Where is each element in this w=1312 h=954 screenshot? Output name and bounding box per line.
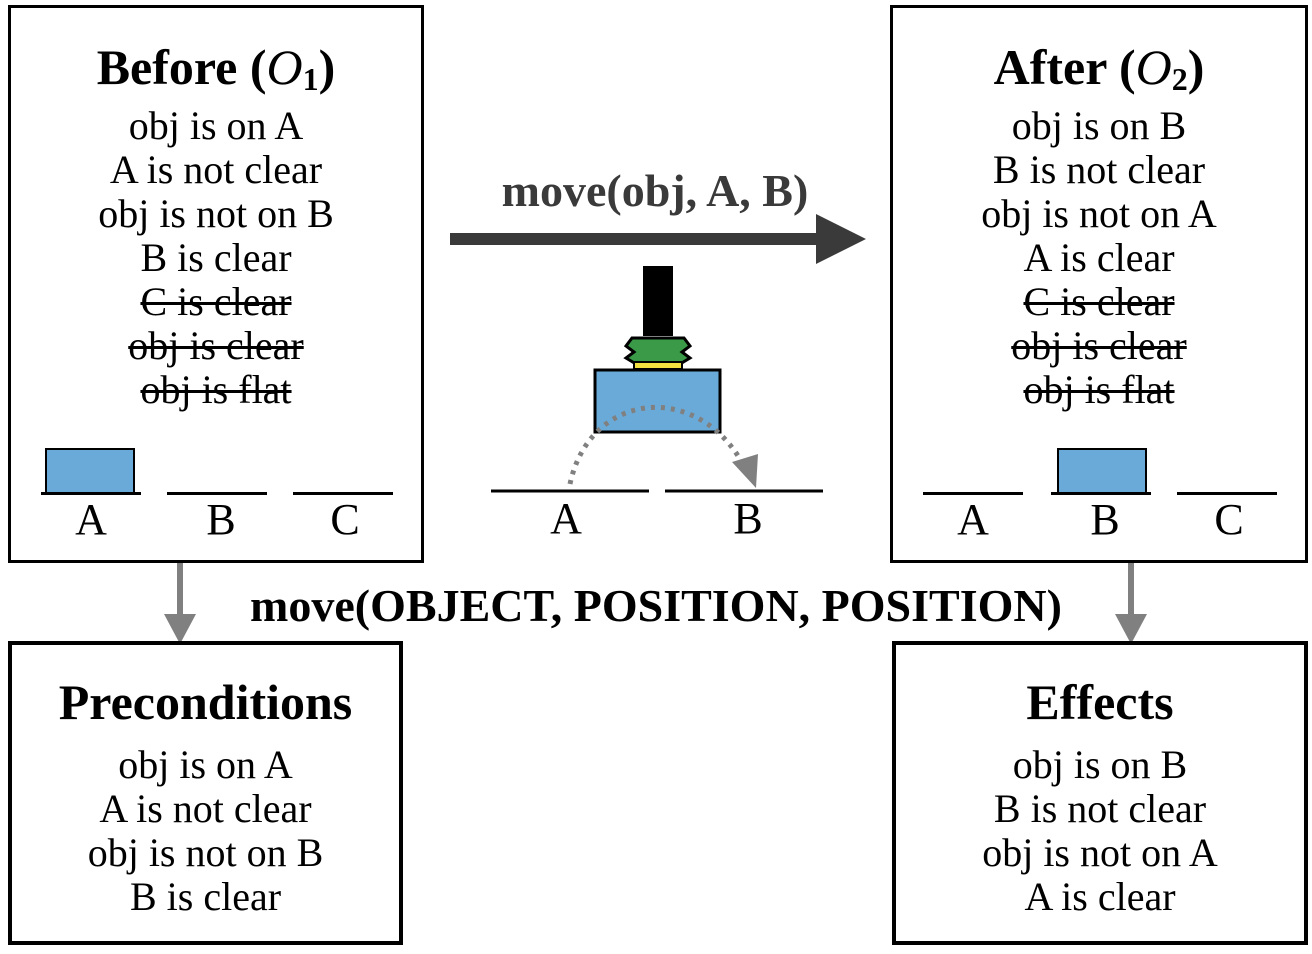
fact-line: B is clear	[140, 235, 292, 280]
trajectory-arrowhead	[732, 454, 758, 488]
fact-line: obj is clear	[128, 323, 304, 368]
before-to-preconditions-arrow	[164, 563, 196, 644]
fact-line: obj is on A	[118, 742, 293, 787]
middle-pos-b: B	[733, 494, 763, 543]
before-ground-a	[41, 492, 141, 495]
effects-title: Effects	[1026, 674, 1174, 730]
fact-line: A is clear	[1024, 874, 1176, 919]
action-label: move(obj, A, B)	[501, 165, 809, 216]
after-o-sub: 2	[1171, 61, 1188, 97]
before-o-sub: 1	[302, 61, 319, 97]
before-title-text: Before (	[96, 39, 267, 95]
after-o-label: O	[1135, 39, 1172, 95]
before-ground-b	[167, 492, 267, 495]
before-pos-b: B	[206, 495, 236, 544]
before-title-end: )	[318, 39, 336, 95]
after-to-effects-arrow	[1115, 563, 1147, 644]
fact-line: C is clear	[1023, 279, 1175, 324]
fact-line: obj is not on B	[98, 191, 334, 236]
fact-line: A is not clear	[109, 147, 323, 192]
before-object-block	[45, 448, 135, 494]
after-pos-a: A	[957, 495, 989, 544]
fact-line: A is clear	[1023, 235, 1175, 280]
fact-line: obj is clear	[1011, 323, 1187, 368]
before-title: Before (O1)	[11, 42, 421, 104]
action-arrow	[450, 214, 866, 264]
after-title-end: )	[1187, 39, 1205, 95]
fact-line: B is clear	[129, 874, 282, 919]
before-ground-c	[293, 492, 393, 495]
trajectory-dotted-arrow	[567, 405, 748, 485]
fact-line: obj is not on B	[87, 830, 324, 875]
fact-line: A is not clear	[99, 786, 312, 831]
after-ground-b	[1051, 492, 1151, 495]
after-title: After (O2)	[893, 42, 1305, 104]
middle-pos-a: A	[550, 494, 582, 543]
fact-line: obj is on B	[1012, 742, 1188, 787]
before-pos-c: C	[330, 495, 360, 544]
before-o-label: O	[266, 39, 303, 95]
before-pos-a: A	[75, 495, 107, 544]
fact-line: obj is flat	[1023, 367, 1175, 412]
after-pos-c: C	[1214, 495, 1244, 544]
fact-line: obj is not on A	[981, 191, 1217, 236]
fact-line: obj is on A	[128, 103, 304, 148]
fact-line: obj is on B	[1011, 103, 1187, 148]
fact-line: obj is not on A	[982, 830, 1218, 875]
after-pos-b: B	[1090, 495, 1120, 544]
after-ground-c	[1177, 492, 1277, 495]
fact-line: obj is flat	[140, 367, 292, 412]
schema-label: move(OBJECT, POSITION, POSITION)	[250, 580, 1062, 631]
fact-line: C is clear	[140, 279, 292, 324]
after-ground-a	[923, 492, 1023, 495]
preconditions-title: Preconditions	[58, 674, 353, 730]
robot-gripper-icon	[623, 266, 693, 370]
fact-line: B is not clear	[993, 786, 1207, 831]
fact-line: B is not clear	[992, 147, 1206, 192]
after-title-text: After (	[993, 39, 1136, 95]
